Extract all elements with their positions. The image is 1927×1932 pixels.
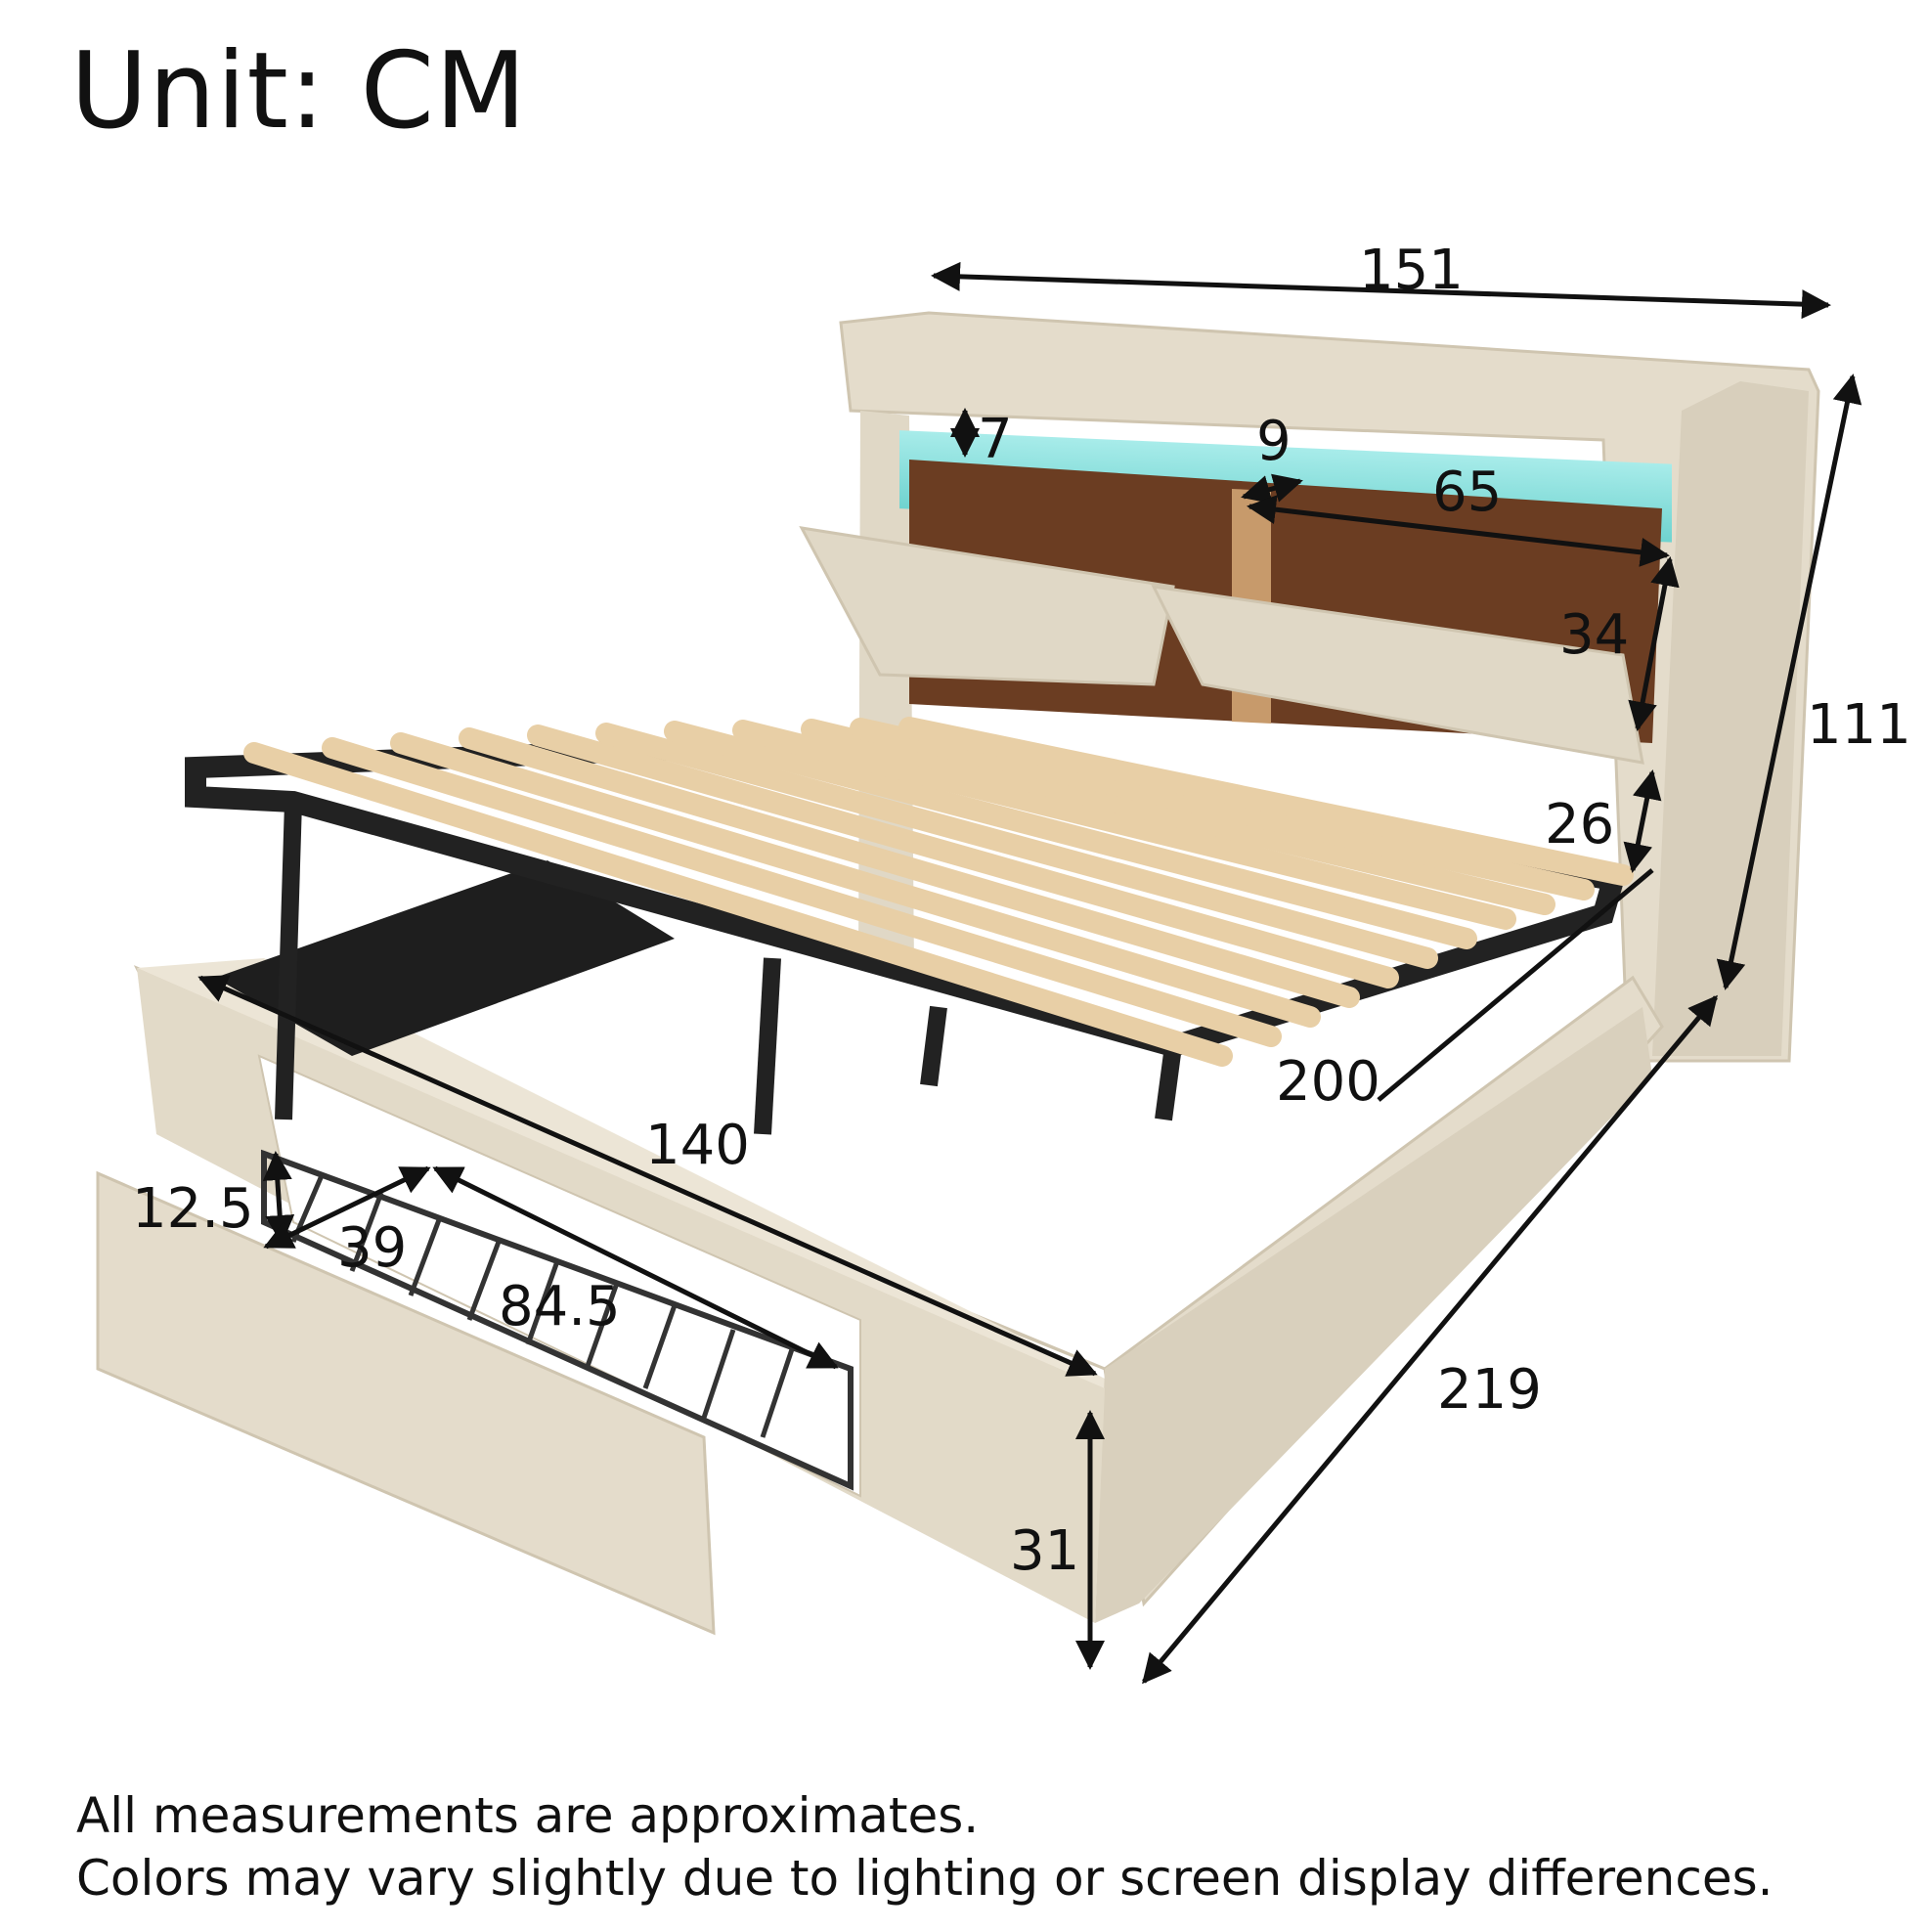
dim-drawer-depth: 39 — [337, 1216, 407, 1280]
dimension-arrows — [197, 261, 1862, 1685]
dim-drawer-length: 84.5 — [499, 1275, 621, 1339]
dim-shelf-length: 65 — [1432, 461, 1502, 524]
dim-shelf-height: 7 — [978, 408, 1013, 471]
note-colors: Colors may vary slightly due to lighting… — [76, 1850, 1774, 1907]
dim-headboard-width: 151 — [1359, 239, 1464, 302]
slats — [243, 717, 1634, 1067]
dim-flap-height: 34 — [1559, 603, 1629, 667]
dim-drawer-height: 12.5 — [132, 1177, 254, 1241]
dim-side-height: 31 — [1010, 1519, 1079, 1583]
note-approximate: All measurements are approximates. — [76, 1787, 980, 1844]
headboard-flaps — [799, 526, 1644, 765]
dim-inner-width: 140 — [645, 1114, 750, 1177]
dim-shelf-divider: 9 — [1256, 410, 1292, 473]
dimension-labels: 151 111 7 9 65 34 26 200 140 219 31 12.5… — [132, 239, 1911, 1583]
dim-total-height: 111 — [1807, 693, 1911, 757]
unit-title: Unit: CM — [70, 30, 528, 153]
dim-inner-length: 200 — [1276, 1050, 1380, 1114]
dim-total-length: 219 — [1437, 1358, 1542, 1422]
dim-headboard-gap: 26 — [1545, 793, 1614, 856]
